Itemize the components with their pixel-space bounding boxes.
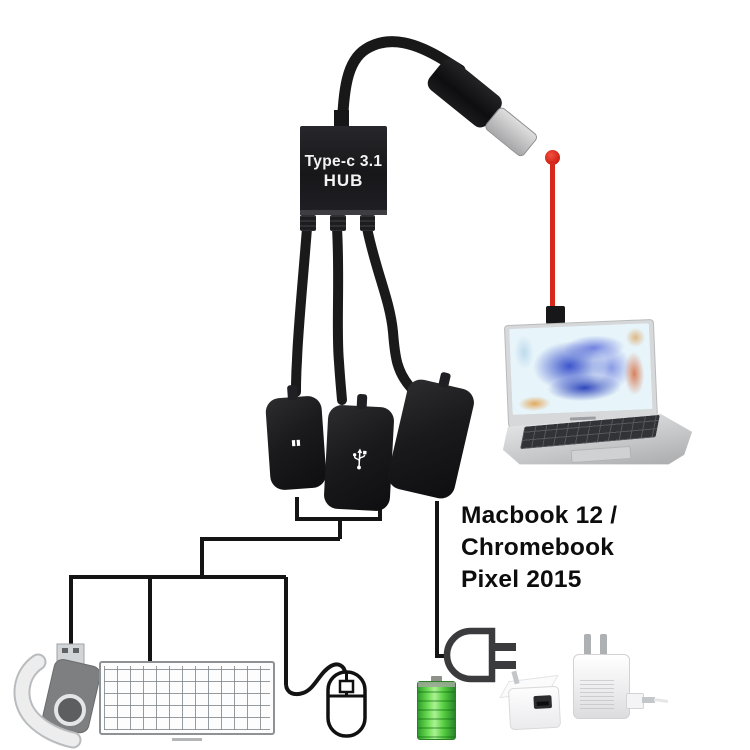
battery-top-band xyxy=(418,682,455,687)
wall-charger-icon xyxy=(573,654,630,719)
hub-cable-stub xyxy=(334,110,349,130)
cube-charger-usb-port xyxy=(533,695,553,710)
keyboard-label-mark xyxy=(172,738,202,741)
wall-charger-usb-tip xyxy=(642,697,655,703)
diagram-elbow-line xyxy=(200,537,340,577)
otg-cable-left xyxy=(291,223,312,397)
otg-cable-middle xyxy=(332,223,347,405)
wall-charger-prong xyxy=(584,634,591,658)
hub-port-stub xyxy=(360,215,375,231)
caption-line2: Pixel 2015 xyxy=(461,566,582,593)
flash-drive-swivel-clip xyxy=(15,655,80,747)
compatibility-caption: Macbook 12 / Chromebook Pixel 2015 xyxy=(461,500,750,596)
keyboard-icon xyxy=(99,661,275,741)
micro-usb-icon xyxy=(291,439,301,447)
wall-charger-prong xyxy=(600,634,607,658)
usb-contact-hole xyxy=(73,648,79,653)
caption-line1: Macbook 12 / Chromebook xyxy=(461,502,618,561)
connector-usb-a-female xyxy=(323,404,395,512)
keyboard-keys-grid xyxy=(104,666,270,730)
usb-c-cable xyxy=(336,36,466,134)
power-plug-icon xyxy=(443,627,516,683)
mouse-icon xyxy=(326,670,367,738)
hub-label-line1: Type-c 3.1 xyxy=(304,153,383,170)
connection-diagram-lines xyxy=(69,497,448,685)
hub-body: Type-c 3.1 HUB xyxy=(300,126,387,215)
wall-charger-label xyxy=(580,679,614,709)
battery-terminal xyxy=(431,676,442,682)
usb-trident-icon xyxy=(352,448,367,469)
hub-port-stub xyxy=(300,215,316,231)
usb-contact-hole xyxy=(62,648,68,653)
laptop-display-wallpaper xyxy=(509,323,653,415)
usb-flash-drive-icon xyxy=(13,643,101,749)
mouse-cable xyxy=(284,662,347,697)
connector-micro-usb xyxy=(264,395,328,491)
flash-drive-clip-hole xyxy=(54,694,86,726)
laptop-screen xyxy=(503,318,659,429)
mouse-scroll-wheel xyxy=(338,679,355,694)
usb-cube-charger-icon xyxy=(507,685,562,731)
hub-port-stub xyxy=(330,215,346,231)
power-plug-body xyxy=(443,627,496,683)
hub-label-line2: HUB xyxy=(323,171,364,190)
power-plug-prongs xyxy=(493,643,516,669)
battery-icon xyxy=(417,681,456,740)
otg-cable-right xyxy=(362,223,416,393)
red-pointer-connector xyxy=(546,306,565,324)
red-pointer-line xyxy=(550,161,555,308)
red-pointer-dot xyxy=(545,150,560,165)
line-to-power-group xyxy=(435,501,448,658)
